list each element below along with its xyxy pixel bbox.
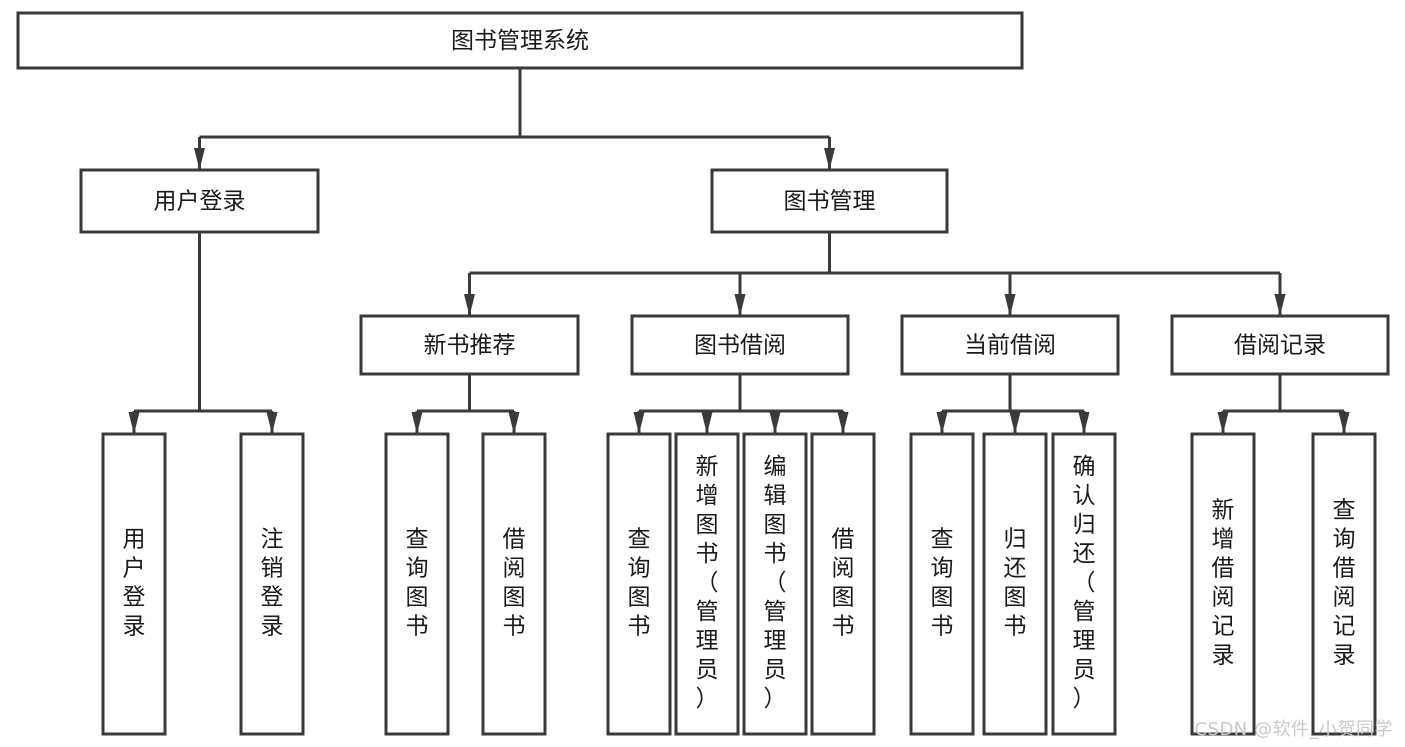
- node-label: 新增借阅记录: [1212, 498, 1235, 669]
- node-book-borrow[interactable]: 图书借阅: [630, 314, 850, 376]
- node-label: 借阅图书: [832, 527, 855, 640]
- arrow-head-icon: [128, 412, 140, 434]
- node-leaf-user-logout[interactable]: 注销登录: [239, 432, 305, 736]
- node-leaf-br-query[interactable]: 查询借阅记录: [1311, 432, 1377, 736]
- node-borrow-record[interactable]: 借阅记录: [1170, 314, 1390, 376]
- node-label: 用户登录: [154, 189, 246, 215]
- arrow-head-icon: [824, 148, 835, 170]
- node-label: 查询借阅记录: [1333, 498, 1356, 669]
- node-label: 当前借阅: [964, 333, 1056, 359]
- node-current-borrow[interactable]: 当前借阅: [900, 314, 1120, 376]
- node-label: 确认归还（管理员）: [1073, 454, 1096, 712]
- node-label: 借阅图书: [503, 527, 526, 640]
- node-new-book-rec[interactable]: 新书推荐: [359, 314, 580, 376]
- arrow-head-icon: [936, 412, 948, 434]
- node-label: 查询图书: [931, 527, 954, 640]
- node-book-manage[interactable]: 图书管理: [710, 168, 949, 234]
- node-leaf-cb-return[interactable]: 归还图书: [982, 432, 1048, 736]
- node-leaf-cb-query[interactable]: 查询图书: [909, 432, 975, 736]
- node-label: 查询图书: [406, 527, 429, 640]
- node-leaf-nbr-borrow[interactable]: 借阅图书: [481, 432, 547, 736]
- edge-layer: [128, 68, 1350, 434]
- node-leaf-bb-borrow[interactable]: 借阅图书: [810, 432, 876, 736]
- node-leaf-br-add[interactable]: 新增借阅记录: [1190, 432, 1256, 736]
- node-leaf-cb-confirm[interactable]: 确认归还（管理员）: [1051, 432, 1117, 736]
- arrow-head-icon: [701, 412, 713, 434]
- node-label: 注销登录: [261, 527, 284, 640]
- arrow-head-icon: [194, 148, 205, 170]
- node-label: 图书借阅: [694, 333, 786, 359]
- node-leaf-bb-query[interactable]: 查询图书: [606, 432, 672, 736]
- arrow-head-icon: [1274, 294, 1286, 316]
- node-root[interactable]: 图书管理系统: [16, 11, 1024, 70]
- arrow-head-icon: [1004, 294, 1016, 316]
- node-leaf-user-login[interactable]: 用户登录: [101, 432, 167, 736]
- arrow-head-icon: [734, 294, 746, 316]
- node-label: 用户登录: [123, 527, 146, 640]
- node-user-login[interactable]: 用户登录: [79, 168, 320, 234]
- node-label: 新书推荐: [424, 333, 516, 359]
- arrow-head-icon: [266, 412, 278, 434]
- watermark-text: CSDN @软件_小贺同学: [1194, 719, 1393, 740]
- node-leaf-bb-add[interactable]: 新增图书（管理员）: [674, 432, 740, 736]
- node-label: 归还图书: [1004, 527, 1027, 640]
- node-label: 查询图书: [628, 527, 651, 640]
- node-leaf-nbr-query[interactable]: 查询图书: [384, 432, 450, 736]
- node-label: 借阅记录: [1234, 333, 1326, 359]
- node-leaf-bb-edit[interactable]: 编辑图书（管理员）: [742, 432, 808, 736]
- arrow-head-icon: [1338, 412, 1350, 434]
- arrow-head-icon: [508, 412, 520, 434]
- arrow-head-icon: [1009, 412, 1021, 434]
- arrow-head-icon: [769, 412, 781, 434]
- arrow-head-icon: [633, 412, 645, 434]
- arrow-head-icon: [1078, 412, 1090, 434]
- arrow-head-icon: [837, 412, 849, 434]
- node-label: 新增图书（管理员）: [696, 454, 719, 712]
- node-layer: 图书管理系统用户登录图书管理新书推荐图书借阅当前借阅借阅记录用户登录注销登录查询…: [16, 11, 1390, 736]
- node-label: 编辑图书（管理员）: [764, 454, 787, 712]
- arrow-head-icon: [411, 412, 423, 434]
- node-label: 图书管理系统: [451, 28, 589, 54]
- node-label: 图书管理: [784, 189, 876, 215]
- arrow-head-icon: [1217, 412, 1229, 434]
- arrow-head-icon: [464, 294, 475, 316]
